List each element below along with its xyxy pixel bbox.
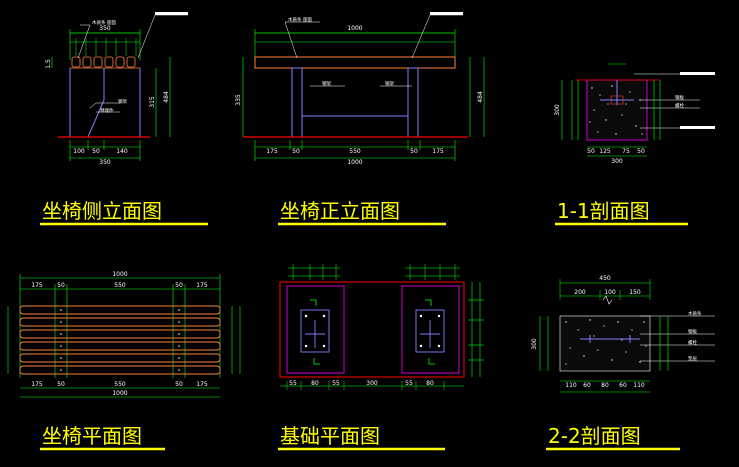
front-bottom-dim-5: 175: [432, 148, 444, 155]
foundation-dim-1: 55: [289, 380, 297, 387]
svg-text:钢架: 钢架: [385, 80, 394, 87]
svg-text:木质条 座面: 木质条 座面: [92, 19, 116, 26]
section-1-bottom-total: 300: [611, 158, 623, 165]
section-2-bottom-dim-2: 60: [583, 382, 591, 389]
seat-plan-title: 坐椅平面图: [42, 424, 142, 448]
front-elevation-title: 坐椅正立面图: [280, 199, 400, 223]
side-steel-frame: [69, 68, 141, 138]
foundation-outline: [279, 281, 465, 378]
plan-bottom-dim-3: 550: [114, 381, 126, 388]
svg-text:木质条 座面: 木质条 座面: [288, 16, 312, 23]
plan-bottom-dim-2: 50: [57, 381, 65, 388]
foundation-dim-3: 55: [332, 380, 340, 387]
section-2-top-dim-2: 100: [604, 289, 616, 296]
svg-text:垫层: 垫层: [688, 355, 697, 362]
plan-bottom-dim-4: 50: [175, 381, 183, 388]
section-2-bottom-dim-5: 110: [633, 382, 645, 389]
front-left-dim: 335: [235, 94, 242, 106]
section-2-bottom-dim-1: 110: [565, 382, 577, 389]
svg-text:钢板: 钢板: [675, 94, 684, 101]
side-bottom-dim-3: 140: [116, 148, 128, 155]
section-2-2-view: 450 200 100 150 木质条 钢板 螺栓: [531, 275, 715, 451]
section-2-bottom-dim-4: 60: [619, 382, 627, 389]
plan-top-dim-4: 50: [175, 282, 183, 289]
svg-text:钢架: 钢架: [118, 98, 127, 105]
section-2-2-title: 2-2剖面图: [548, 424, 641, 448]
side-top-dim: 350: [99, 25, 111, 32]
front-bottom-total: 1000: [347, 159, 362, 166]
plan-bottom-dim-1: 175: [31, 381, 43, 388]
side-seat-slats: [70, 56, 140, 69]
svg-text:钢板: 钢板: [688, 328, 697, 335]
section-2-left-dim: 300: [531, 338, 538, 350]
svg-text:钢架: 钢架: [322, 80, 331, 87]
foundation-dim-2: 80: [311, 380, 319, 387]
svg-text:木质条: 木质条: [688, 310, 702, 317]
side-left-dim: 1.5: [45, 59, 52, 69]
front-right-dim: 484: [477, 91, 484, 103]
front-bottom-dim-2: 50: [292, 148, 300, 155]
foundation-dim-6: 80: [426, 380, 434, 387]
front-elevation-view: 1000 木质条 座面 钢架 钢架 335 484: [235, 12, 485, 226]
front-bottom-dim-4: 50: [410, 148, 418, 155]
section-2-aggregate: [565, 319, 647, 365]
plan-top-dim-3: 550: [114, 282, 126, 289]
foundation-plan-view: 55 80 55 300 55 80 基础平面图: [278, 264, 484, 451]
seat-plan-view: 1000 175 50 550 50 175: [7, 271, 241, 451]
side-bottom-dim-2: 50: [92, 148, 100, 155]
section-2-concrete: [559, 315, 651, 372]
front-bottom-dim-1: 175: [266, 148, 278, 155]
plan-top-dim-5: 175: [196, 282, 208, 289]
front-top-dim: 1000: [347, 25, 362, 32]
plan-bottom-total: 1000: [112, 390, 127, 397]
section-1-bottom-dim-2: 125: [599, 148, 611, 155]
foundation-pad-right: [401, 285, 460, 374]
plan-top-dim-1: 175: [31, 282, 43, 289]
side-elevation-title: 坐椅侧立面图: [42, 199, 162, 223]
side-elevation-view: 350: [40, 12, 208, 226]
side-right-dim-1: 315: [149, 96, 156, 108]
section-2-top-total: 450: [599, 275, 611, 282]
side-bottom-total: 350: [99, 159, 111, 166]
svg-text:螺栓: 螺栓: [688, 339, 697, 346]
svg-text:螺栓: 螺栓: [675, 102, 684, 109]
front-seat-board: [254, 56, 456, 69]
foundation-dim-5: 55: [405, 380, 413, 387]
section-2-top-dim-3: 150: [629, 289, 641, 296]
foundation-pad-left: [286, 285, 345, 374]
plan-top-dim-2: 50: [57, 282, 65, 289]
front-bottom-dim-3: 550: [349, 148, 361, 155]
section-1-left-dim: 300: [554, 104, 561, 116]
section-1-1-title: 1-1剖面图: [557, 199, 650, 223]
section-2-top-dim-1: 200: [574, 289, 586, 296]
section-1-bottom-dim-3: 75: [622, 148, 630, 155]
side-bottom-dim-1: 100: [73, 148, 85, 155]
plan-top-total: 1000: [112, 271, 127, 278]
section-2-bottom-dim-3: 80: [601, 382, 609, 389]
section-1-aggregate: [589, 85, 643, 135]
plan-bottom-dim-5: 175: [196, 381, 208, 388]
plan-seat-slats: [19, 305, 221, 375]
foundation-plan-title: 基础平面图: [280, 424, 380, 448]
section-1-bottom-dim-4: 50: [637, 148, 645, 155]
side-right-dim-2: 484: [163, 91, 170, 103]
section-1-1-view: 钢板 螺栓 300 50 125 75 50 300 1-1剖面图: [554, 63, 715, 226]
section-1-bottom-dim-1: 50: [587, 148, 595, 155]
svg-text:预埋件: 预埋件: [100, 107, 114, 114]
foundation-dim-4: 300: [366, 380, 378, 387]
